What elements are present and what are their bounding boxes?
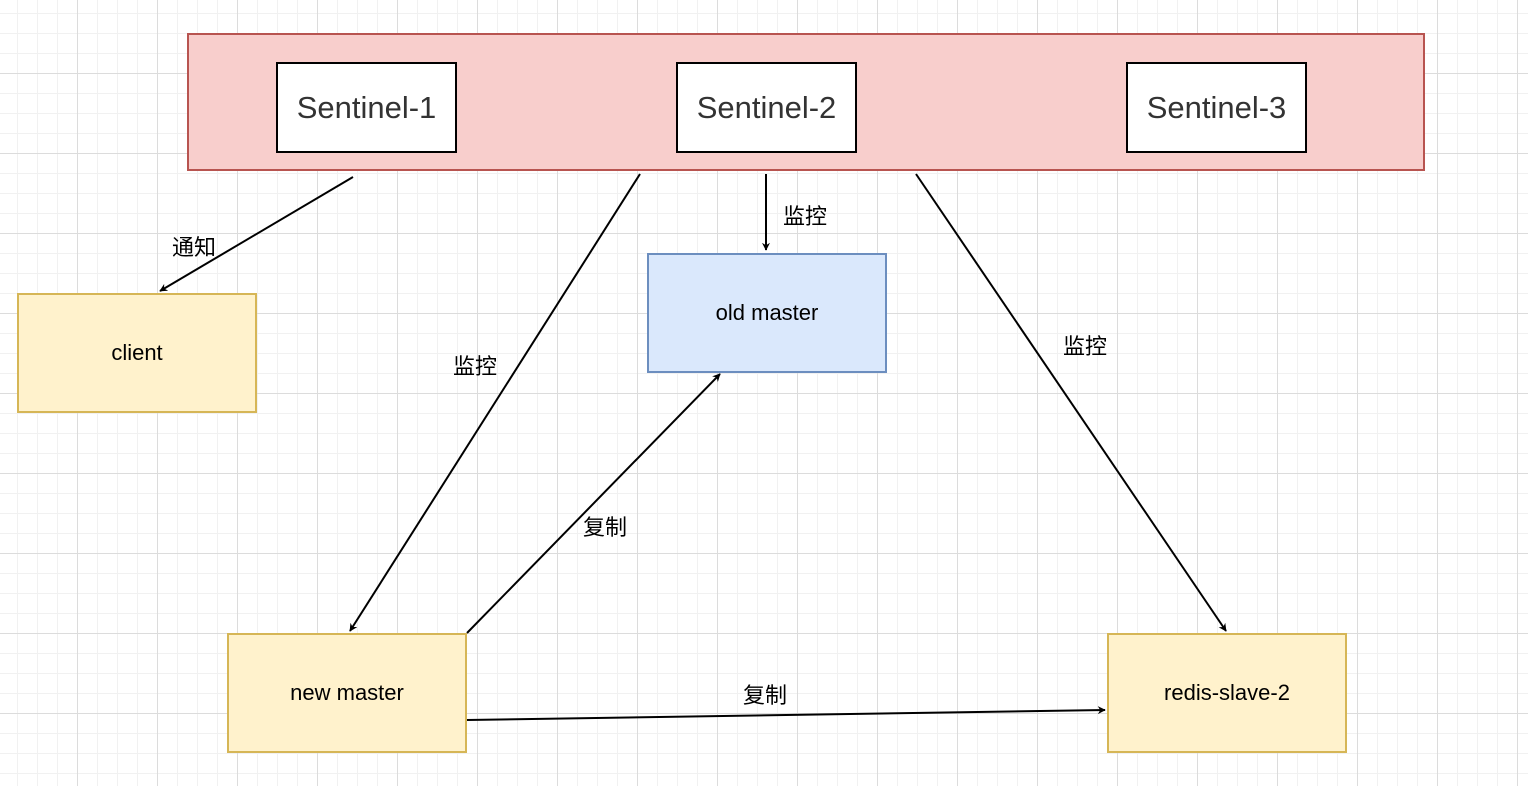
edge-label-notify: 通知 (172, 236, 217, 261)
edge-sentinel-to-redis-slave-2[interactable] (915, 173, 1227, 632)
edge-label-monitor-new-master: 监控 (453, 355, 498, 380)
sentinel-3-node[interactable]: Sentinel-3 (1126, 62, 1307, 153)
client-label: client (111, 340, 163, 365)
redis-slave-2-node[interactable]: redis-slave-2 (1107, 633, 1347, 753)
client-node[interactable]: client (17, 293, 257, 413)
sentinel-2-node[interactable]: Sentinel-2 (676, 62, 857, 153)
new-master-label: new master (290, 680, 404, 705)
sentinel-2-label: Sentinel-2 (696, 89, 837, 125)
edge-label-replicate-to-slave: 复制 (743, 684, 788, 709)
edge-label-monitor-slave: 监控 (1063, 335, 1108, 360)
new-master-node[interactable]: new master (227, 633, 467, 753)
edge-sentinel-to-new-master[interactable] (349, 173, 641, 632)
sentinel-1-node[interactable]: Sentinel-1 (276, 62, 457, 153)
redis-slave-2-label: redis-slave-2 (1164, 680, 1290, 705)
old-master-node[interactable]: old master (647, 253, 887, 373)
edge-label-monitor-old-master: 监控 (783, 205, 828, 230)
edge-sentinel1-to-client[interactable] (159, 176, 354, 292)
edge-label-replicate-to-old: 复制 (583, 516, 628, 541)
old-master-label: old master (715, 300, 819, 325)
sentinel-3-label: Sentinel-3 (1146, 89, 1287, 125)
edge-new-master-to-redis-slave-2[interactable] (466, 706, 1106, 721)
edge-new-master-to-old-master[interactable] (466, 373, 721, 634)
sentinel-1-label: Sentinel-1 (296, 89, 437, 125)
